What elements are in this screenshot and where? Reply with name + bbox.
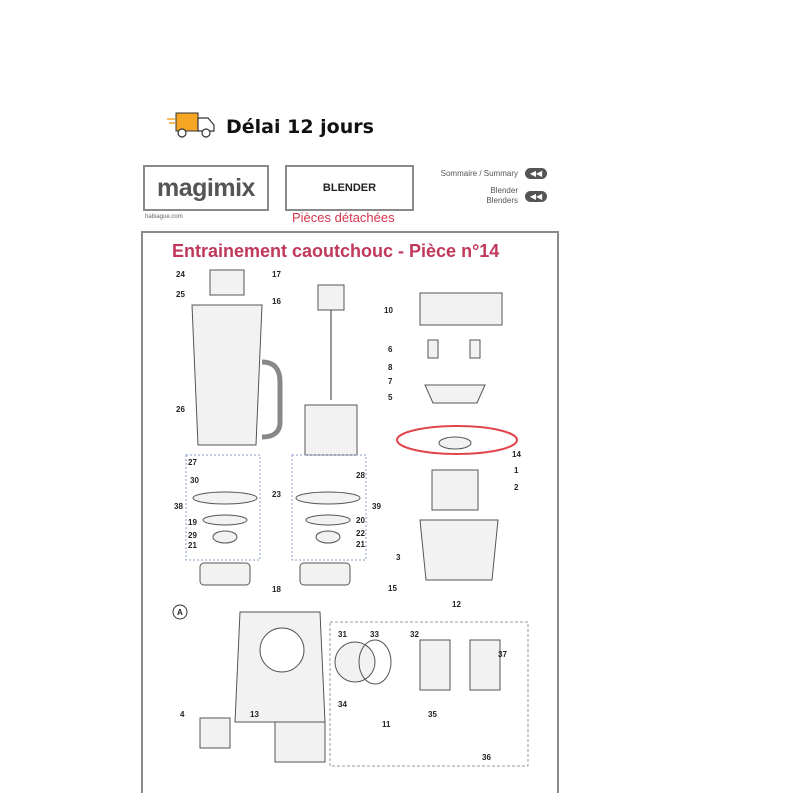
label-part-22: 22 [356,529,365,538]
label-part-8: 8 [388,363,393,372]
label-part-34: 34 [338,700,347,709]
label-part-15: 15 [388,584,397,593]
label-part-33: 33 [370,630,379,639]
nav-blenders[interactable]: Blenders [486,196,518,205]
nav-blender[interactable]: Blender [490,186,518,195]
delivery-truck-icon [166,110,218,143]
label-part-31: 31 [338,630,347,639]
label-part-10: 10 [384,306,393,315]
label-part-5: 5 [388,393,393,402]
back-blender-button[interactable]: ◀◀ [525,191,547,202]
label-part-6: 6 [388,345,393,354]
brand-logo: magimix [143,165,269,211]
website: habiague.com [145,214,183,220]
label-part-38: 38 [174,502,183,511]
label-part-18: 18 [272,585,281,594]
highlight-ring-part-14 [396,425,518,455]
part-blade-base [304,404,358,456]
label-part-25: 25 [176,290,185,299]
label-part-37: 37 [498,650,507,659]
label-part-1: 1 [514,466,519,475]
label-part-13: 13 [250,710,259,719]
label-part-23: 23 [272,490,281,499]
label-part-32: 32 [410,630,419,639]
label-group-A: A [177,608,183,617]
nav-summary[interactable]: Sommaire / Summary [440,169,518,178]
part-lid-cap [209,269,245,296]
delivery-info: Délai 12 jours [166,110,374,143]
label-part-12: 12 [452,600,461,609]
label-part-36: 36 [482,753,491,762]
diagram-title: Entrainement caoutchouc - Pièce n°14 [172,241,500,261]
part-blade-top [317,284,345,311]
part-jug [191,304,263,446]
part-14-rubber-drive [438,436,472,450]
label-part-3: 3 [396,553,401,562]
label-part-28: 28 [356,471,365,480]
label-part-19: 19 [188,518,197,527]
label-part-7: 7 [388,377,393,386]
label-part-21b: 21 [356,540,365,549]
label-part-17: 17 [272,270,281,279]
label-part-20: 20 [356,516,365,525]
delivery-delay: Délai 12 jours [226,115,374,138]
label-part-24: 24 [176,270,185,279]
subtitle: Pièces détachées [292,210,395,225]
label-part-4: 4 [180,710,185,719]
diagram-frame [141,231,559,793]
label-part-27: 27 [188,458,197,467]
label-part-30: 30 [190,476,199,485]
label-part-14: 14 [512,450,521,459]
label-part-29: 29 [188,531,197,540]
label-part-21: 21 [188,541,197,550]
part-top-cover [419,292,503,326]
label-part-35: 35 [428,710,437,719]
label-part-26: 26 [176,405,185,414]
label-part-16: 16 [272,297,281,306]
model-name: BLENDER [285,165,414,211]
back-summary-button[interactable]: ◀◀ [525,168,547,179]
label-part-2: 2 [514,483,519,492]
label-part-39: 39 [372,502,381,511]
label-part-11: 11 [382,720,391,729]
